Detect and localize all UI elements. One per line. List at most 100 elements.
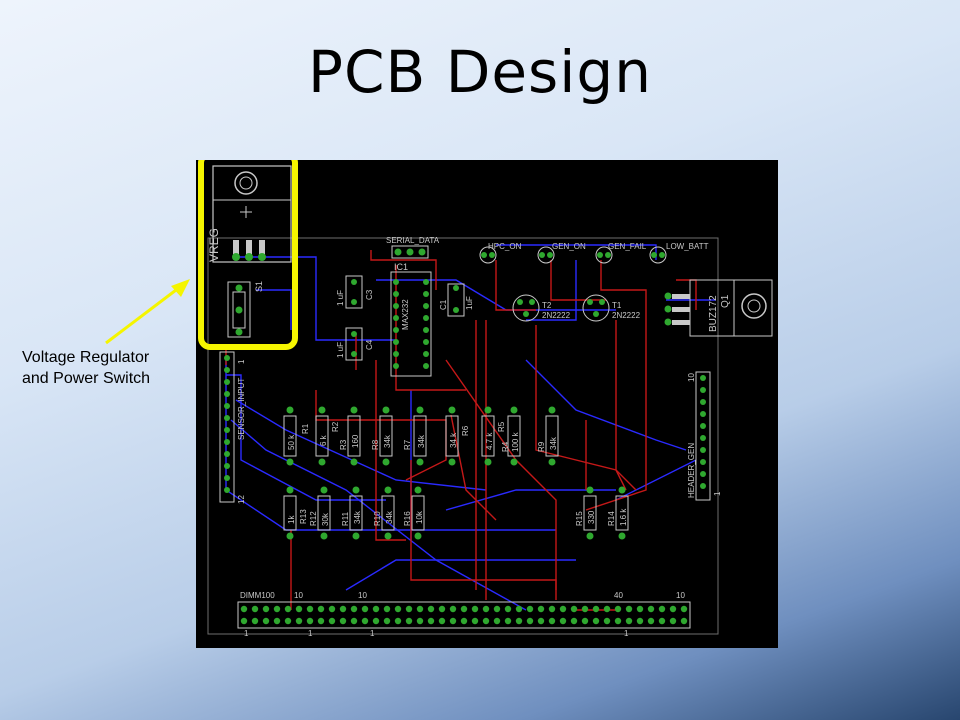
dimm-pin-pad [361, 605, 369, 613]
svg-text:R16: R16 [403, 511, 412, 526]
dimm-pin-pad [284, 617, 292, 625]
svg-text:C4: C4 [365, 339, 374, 350]
pcb-layout: VREG S1 SERIAL_DATA HPC_ON GEN_ON GEN_FA… [196, 160, 778, 648]
dimm-pin-pad [306, 605, 314, 613]
dimm-pin-pad [460, 617, 468, 625]
serial-data-header: SERIAL_DATA [386, 236, 440, 259]
bottom-traces [225, 244, 716, 611]
dimm-pin-pad [504, 605, 512, 613]
resistor-r2: 6 k R2 [315, 406, 340, 466]
svg-text:1uF: 1uF [465, 296, 474, 310]
resistor-row-1: 50 k R1 6 k R2 R3 160 R8 34k R7 34k 34 k… [283, 406, 559, 466]
capacitor-c4: 1 uF C4 [336, 327, 374, 361]
dimm-pin-pad [537, 617, 545, 625]
svg-text:1: 1 [237, 359, 246, 364]
dimm-pin-pad [328, 605, 336, 613]
resistor-r16: R16 10k [403, 486, 425, 540]
sensor-input-header: SENSOR_INPUT 1 12 [219, 351, 246, 504]
dimm-pin-pad [251, 605, 259, 613]
svg-text:R14: R14 [607, 511, 616, 526]
dimm-pin-pad [427, 605, 435, 613]
callout-line-1: Voltage Regulator [22, 349, 150, 366]
svg-text:34k: 34k [383, 434, 392, 448]
dimm-pin-pad [273, 605, 281, 613]
svg-text:12: 12 [237, 495, 246, 504]
dimm-pin-pad [383, 605, 391, 613]
dimm-pin-pad [405, 605, 413, 613]
dimm-pin-pad [592, 617, 600, 625]
vreg-highlight-box [198, 160, 298, 350]
svg-text:R2: R2 [331, 421, 340, 432]
svg-text:34k: 34k [353, 510, 362, 524]
dimm-pin-pad [284, 605, 292, 613]
svg-text:GEN_ON: GEN_ON [552, 242, 586, 251]
capacitor-c3: 1 uF C3 [336, 275, 374, 309]
svg-text:DIMM100: DIMM100 [240, 591, 275, 600]
svg-text:GEN_FAIL: GEN_FAIL [608, 242, 647, 251]
dimm-pin-pad [603, 617, 611, 625]
svg-text:HEADER_GEN: HEADER_GEN [687, 443, 696, 498]
dimm-pin-pad [559, 605, 567, 613]
dimm-pin-pad [625, 605, 633, 613]
dimm-pin-pad [372, 605, 380, 613]
dimm-pin-pad [592, 605, 600, 613]
svg-text:R6: R6 [461, 425, 470, 436]
dimm-pin-pad [350, 617, 358, 625]
resistor-r9: R9 34k [537, 406, 559, 466]
svg-text:10: 10 [294, 591, 303, 600]
svg-text:160: 160 [351, 434, 360, 448]
q1-buz172: BUZ172 Q1 [664, 279, 773, 337]
dimm-pin-pad [394, 617, 402, 625]
transistor-t2: T2 2N2222 [512, 294, 571, 322]
slide-title: PCB Design [308, 38, 652, 106]
svg-text:100 k: 100 k [511, 431, 520, 452]
dimm-pin-pad [350, 605, 358, 613]
dimm-pin-pad [460, 605, 468, 613]
dimm-pin-pad [526, 605, 534, 613]
resistor-r5: 4.7 k R5 [481, 406, 506, 466]
dimm-pin-pad [603, 605, 611, 613]
dimm-pin-pad [416, 605, 424, 613]
dimm-pin-pad [295, 605, 303, 613]
dimm-pin-pad [493, 617, 501, 625]
vreg-component: VREG [207, 165, 292, 263]
svg-text:10k: 10k [415, 510, 424, 524]
dimm-pin-pad [658, 617, 666, 625]
svg-text:1k: 1k [287, 515, 296, 524]
svg-text:Q1: Q1 [720, 294, 731, 308]
svg-text:1 uF: 1 uF [336, 342, 345, 358]
svg-text:R10: R10 [373, 511, 382, 526]
dimm-pin-pad [372, 617, 380, 625]
resistor-r3: R3 160 [339, 406, 361, 466]
svg-text:34k: 34k [549, 436, 558, 450]
top-traces [225, 250, 697, 611]
svg-text:1: 1 [370, 629, 375, 638]
svg-text:R15: R15 [575, 511, 584, 526]
svg-text:40: 40 [614, 591, 623, 600]
dimm-pin-pad [581, 617, 589, 625]
svg-text:R1: R1 [301, 423, 310, 434]
svg-text:C3: C3 [365, 289, 374, 300]
svg-text:1: 1 [244, 629, 249, 638]
dimm-pin-pad [449, 617, 457, 625]
dimm-pin-pad [438, 617, 446, 625]
dimm-pin-pad [449, 605, 457, 613]
svg-text:R4: R4 [501, 441, 510, 452]
dimm-pin-pad [504, 617, 512, 625]
resistor-r8: R8 34k [371, 406, 393, 466]
transistor-t1: T1 2N2222 [582, 294, 641, 322]
svg-text:R11: R11 [341, 511, 350, 526]
dimm-pin-pad [306, 617, 314, 625]
svg-text:1: 1 [713, 491, 722, 496]
dimm-pin-pad [383, 617, 391, 625]
dimm-pin-pad [394, 605, 402, 613]
resistor-r4: R4 100 k [501, 406, 521, 466]
dimm-pin-pad [570, 617, 578, 625]
resistor-r14: R14 1.6 k [607, 486, 629, 540]
dimm-pin-pad [317, 605, 325, 613]
dimm-pin-pad [416, 617, 424, 625]
dimm-pin-pad [548, 605, 556, 613]
svg-text:IC1: IC1 [394, 262, 408, 272]
resistor-r13: 1k R13 [283, 486, 308, 540]
svg-text:2N2222: 2N2222 [612, 311, 641, 320]
